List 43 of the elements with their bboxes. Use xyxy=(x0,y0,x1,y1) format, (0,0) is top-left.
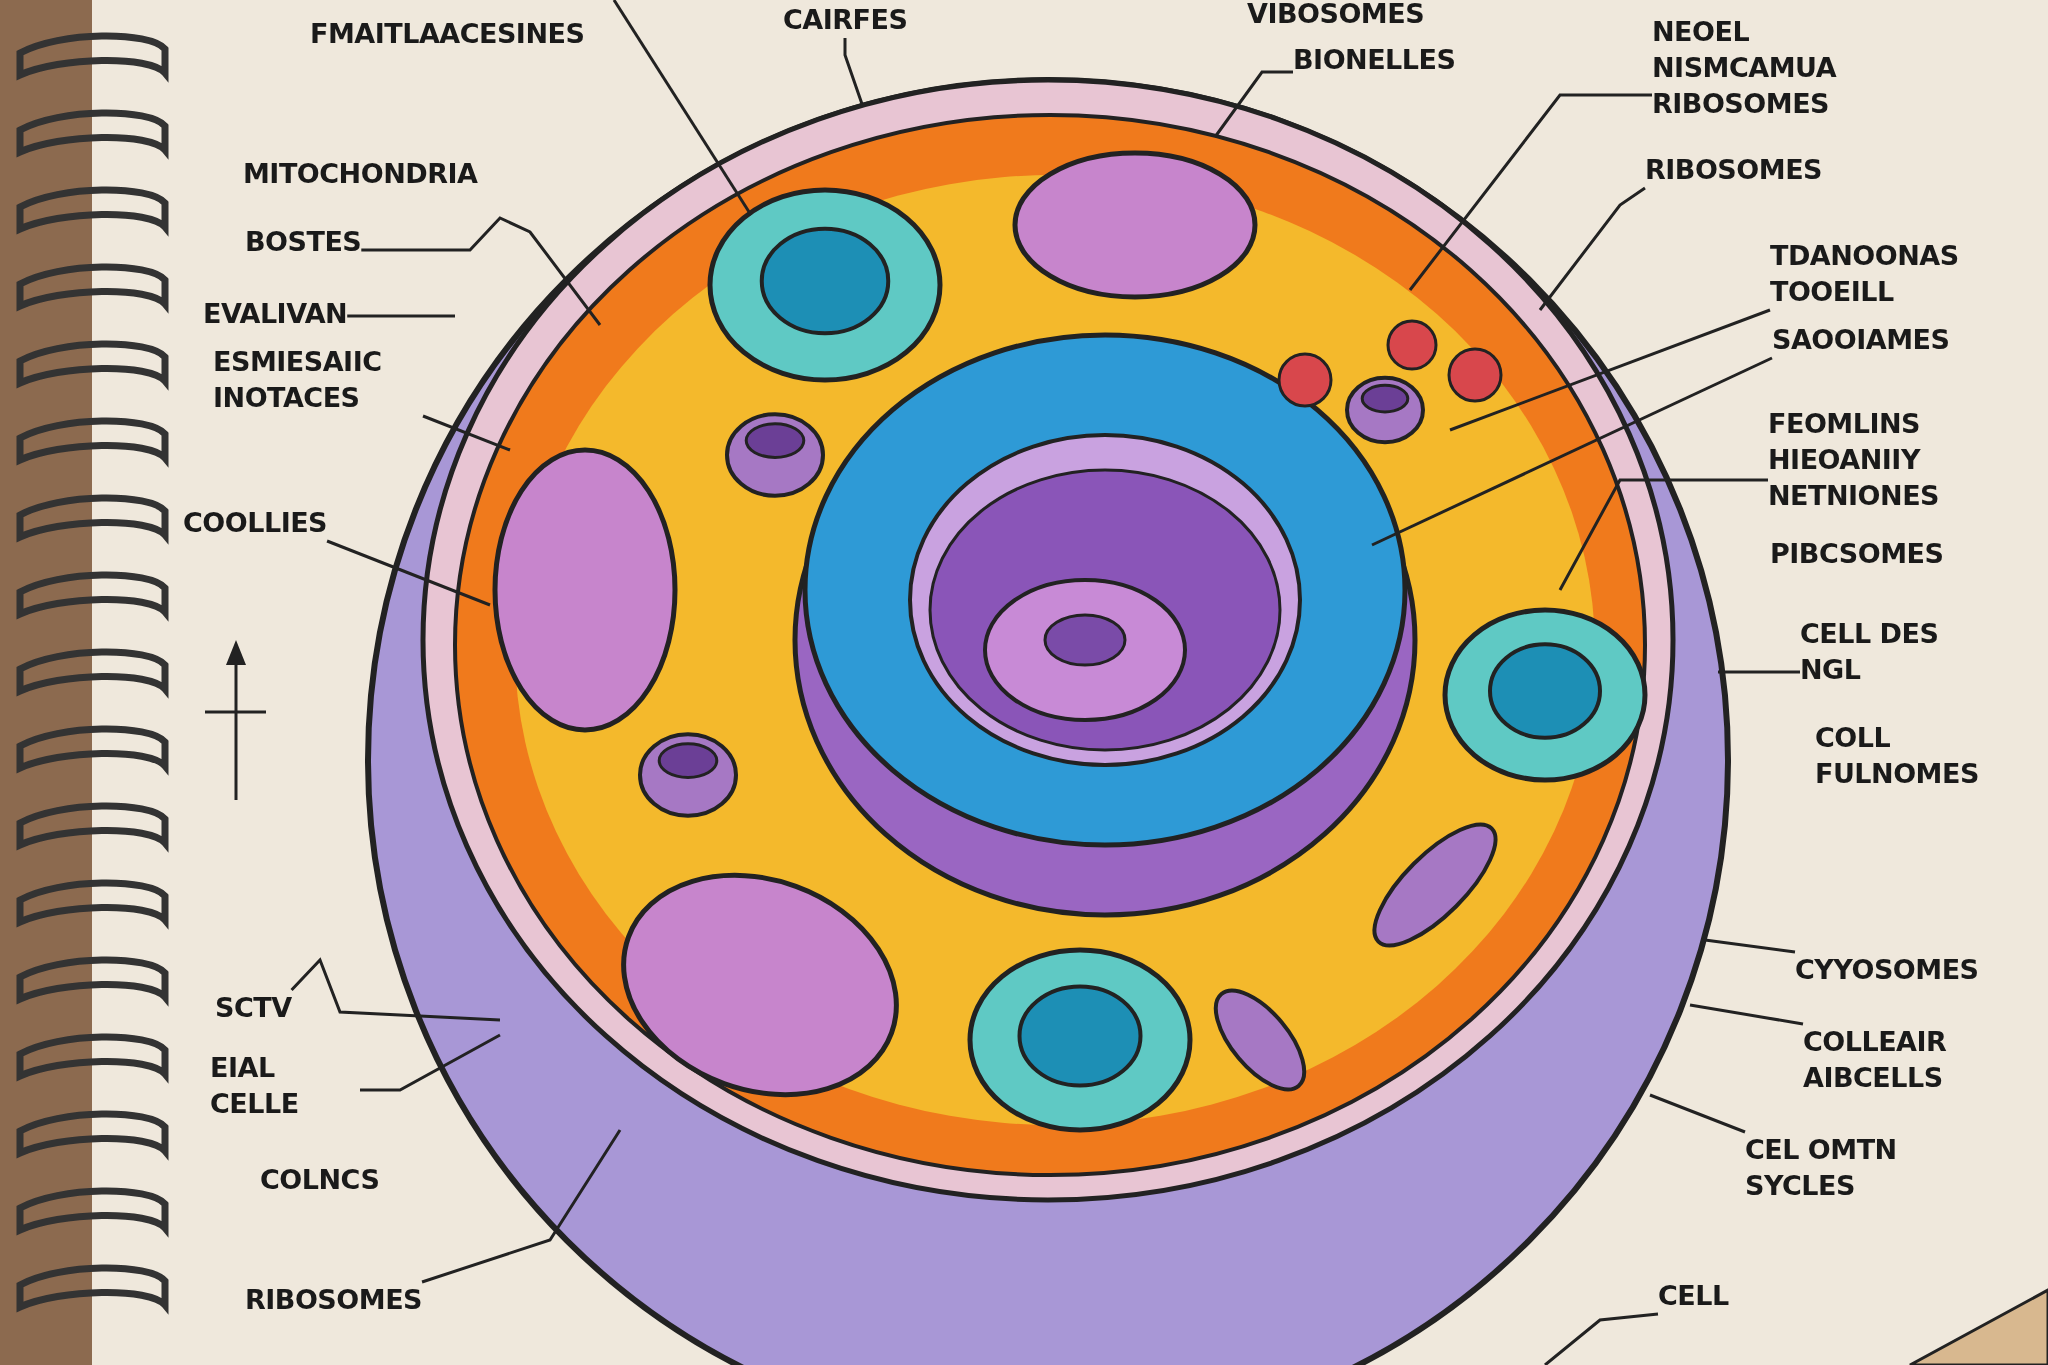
leader-line xyxy=(347,314,455,318)
callout-label: RIBOSOMES xyxy=(245,1282,423,1318)
leader-line xyxy=(326,539,491,607)
part-label: PIBCSOMES xyxy=(1770,537,1944,571)
leader-line xyxy=(1371,356,1773,547)
leader-line xyxy=(1718,670,1800,674)
leader-line xyxy=(1538,186,1646,311)
leader-line xyxy=(843,38,864,105)
callout-label: CELL xyxy=(1658,1278,1729,1314)
leader-line xyxy=(1649,1093,1746,1134)
leader-line xyxy=(421,1129,622,1284)
callout-label: CELL DES NGL xyxy=(1800,616,1970,688)
callout-label: COOLLIES xyxy=(183,505,328,541)
callout-label: BOSTES xyxy=(245,224,362,260)
callout-label: FEOMLINS HIEOANIIY NETNIONES xyxy=(1768,406,1958,514)
callout-label: NEOEL NISMCAMUA RIBOSOMES xyxy=(1652,14,1852,122)
callout-label: CYYOSOMES xyxy=(1795,952,1979,988)
leader-line xyxy=(360,1033,501,1092)
leader-line xyxy=(1689,1003,1804,1026)
leader-line xyxy=(290,957,501,1022)
callout-label: CEL OMTN SYCLES xyxy=(1745,1132,1915,1204)
callout-label: COLLEAIR AIBCELLS xyxy=(1803,1024,1993,1096)
callout-label: SAOOIAMES xyxy=(1772,322,1950,358)
part-label: COLNCS xyxy=(260,1163,380,1197)
part-label: VIBOSOMES xyxy=(1247,0,1425,31)
leader-line xyxy=(1558,478,1768,591)
callout-label: ESMIESAIIC INOTACES xyxy=(213,344,423,416)
part-label: COLL FULNOMES xyxy=(1815,721,1980,791)
leader-line xyxy=(1544,1312,1659,1365)
leader-line xyxy=(1408,93,1652,291)
part-label: FMAITLAACESINES xyxy=(310,17,585,51)
leader-line xyxy=(361,216,602,326)
callout-label: CAIRFES xyxy=(783,2,908,38)
callout-label: EIAL CELLE xyxy=(210,1050,360,1122)
leader-line xyxy=(1213,70,1293,138)
leader-line xyxy=(1704,938,1796,954)
callout-label: TDANOONAS TOOEILL xyxy=(1770,238,2010,310)
callout-label: RIBOSOMES xyxy=(1645,152,1823,188)
callout-label: EVALIVAN xyxy=(203,296,348,332)
callout-label: BIONELLES xyxy=(1293,42,1456,78)
part-label: MITOCHONDRIA xyxy=(243,157,478,191)
leader-line xyxy=(1449,308,1771,432)
callout-label: SCTV xyxy=(215,990,292,1026)
